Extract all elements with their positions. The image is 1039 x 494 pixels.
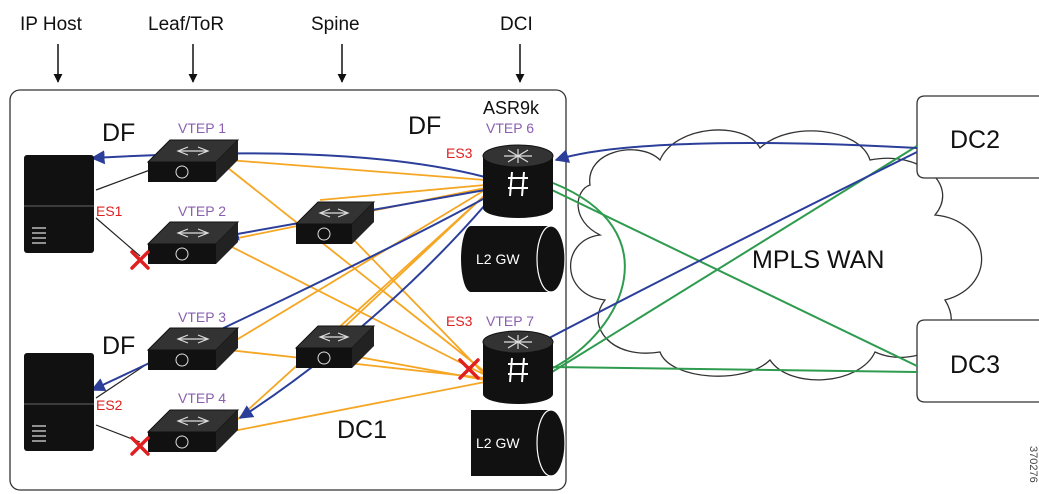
failure-x-vtep7 [458, 358, 480, 380]
wan-green-links [551, 145, 918, 373]
link-v4-v7 [227, 381, 486, 433]
link-v1-v7 [227, 167, 486, 373]
router-vtep6 [482, 144, 554, 218]
l2-gateway-top-label: L2 GW [476, 251, 520, 267]
dc3-box [916, 319, 1039, 403]
vtep3-label: VTEP 3 [178, 309, 226, 325]
es1-label: ES1 [96, 203, 123, 219]
figure-id: 370276 [1027, 446, 1039, 483]
dc1-boundary [9, 89, 567, 491]
header-spine: Spine [311, 14, 360, 35]
vtep2-label: VTEP 2 [178, 203, 226, 219]
link-v1-v6 [227, 159, 486, 181]
df-label-top-host: DF [102, 119, 135, 147]
switch-vtep2 [146, 221, 240, 264]
asr9k-label: ASR9k [483, 98, 540, 118]
failure-x-vtep2 [130, 250, 150, 270]
es2-label: ES2 [96, 397, 123, 413]
link-s1-v6 [319, 184, 486, 201]
ip-host-top [24, 155, 94, 253]
es3-bottom-label: ES3 [446, 313, 473, 329]
dc2-label: DC2 [950, 126, 1000, 154]
link-s2-v6 [319, 194, 486, 351]
header-dci: DCI [500, 14, 533, 35]
l2-gateway-bottom [471, 409, 566, 477]
es3-top-label: ES3 [446, 145, 473, 161]
switch-spine-2 [294, 325, 376, 368]
l2-gateway-top [461, 225, 566, 293]
link-v3-v6 [227, 189, 486, 346]
router-vtep7 [482, 330, 554, 404]
vtep4-label: VTEP 4 [178, 390, 226, 406]
dc1-label: DC1 [337, 416, 387, 444]
header-ip-host: IP Host [20, 14, 83, 35]
dc3-label: DC3 [950, 351, 1000, 379]
fabric-links [227, 159, 486, 433]
l2-gateway-bottom-label: L2 GW [476, 435, 520, 451]
dc2-box [916, 95, 1039, 179]
vtep1-label: VTEP 1 [178, 120, 226, 136]
mpls-wan-label: MPLS WAN [752, 246, 884, 274]
switch-vtep1 [146, 139, 240, 182]
link-v4-v6 [227, 194, 486, 429]
df-label-bottom-host: DF [102, 332, 135, 360]
ip-host-bottom [24, 353, 94, 451]
switch-vtep4 [146, 409, 240, 452]
vtep7-label: VTEP 7 [486, 313, 534, 329]
failure-x-vtep4 [130, 436, 150, 456]
failure-marks [130, 250, 480, 456]
link-v3-v7 [227, 349, 486, 379]
switch-vtep3 [146, 327, 240, 370]
vtep6-label: VTEP 6 [486, 120, 534, 136]
switch-spine-1 [294, 201, 376, 244]
link-v2-v7 [227, 244, 486, 376]
df-label-asr: DF [408, 112, 441, 140]
header-leaf-tor: Leaf/ToR [148, 14, 224, 35]
